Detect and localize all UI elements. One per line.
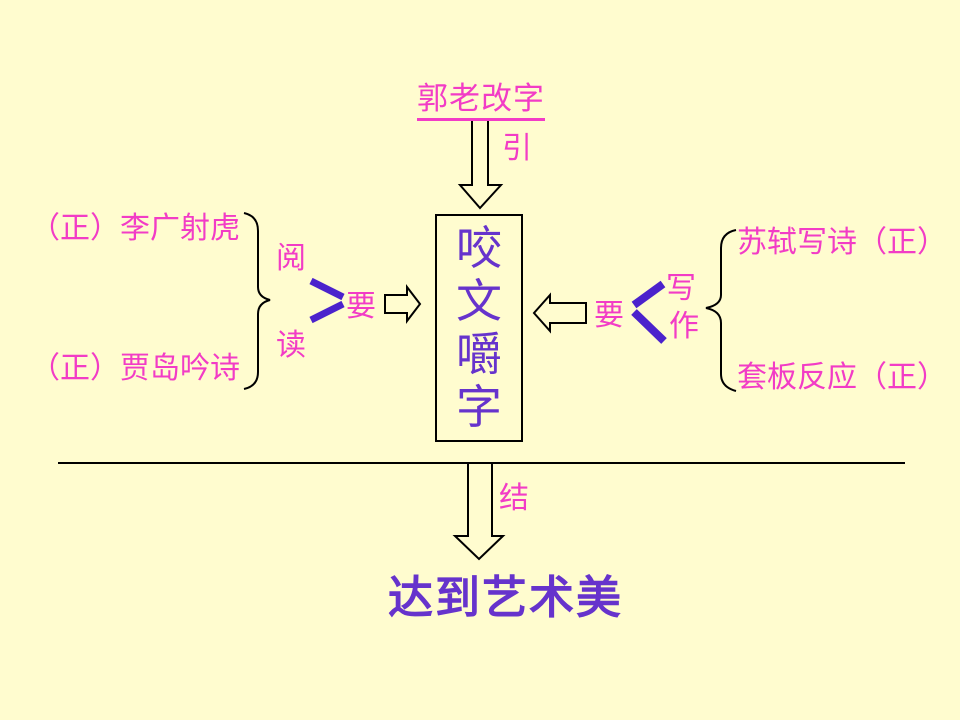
reading-arrow [384,284,422,324]
right-brace [705,229,737,392]
right-example-bottom: 套板反应（正） [737,360,947,395]
center-topic-text: 咬文嚼字 [456,221,502,434]
conclusion-label: 结 [499,481,529,516]
writing-connector [631,280,667,344]
left-example-top: （正）李广射虎 [30,211,240,246]
reading-label-bottom: 读 [276,328,306,363]
writing-verb: 要 [594,298,624,333]
intro-label: 引 [502,131,532,166]
reading-label-top: 阅 [276,241,306,276]
left-example-bottom: （正）贾岛吟诗 [30,351,240,386]
center-topic-box: 咬文嚼字 [435,214,523,442]
reading-verb: 要 [346,289,376,324]
slide-title: 郭老改字 [417,82,545,122]
reading-connector [309,277,345,324]
writing-label-top: 写 [666,271,696,306]
conclusion-arrow [452,464,506,561]
intro-arrow [457,118,504,210]
writing-label-bottom: 作 [669,309,699,344]
conclusion-text: 达到艺术美 [388,571,624,624]
left-brace [243,212,271,390]
right-example-top: 苏轼写诗（正） [737,225,947,260]
writing-arrow [532,292,587,334]
